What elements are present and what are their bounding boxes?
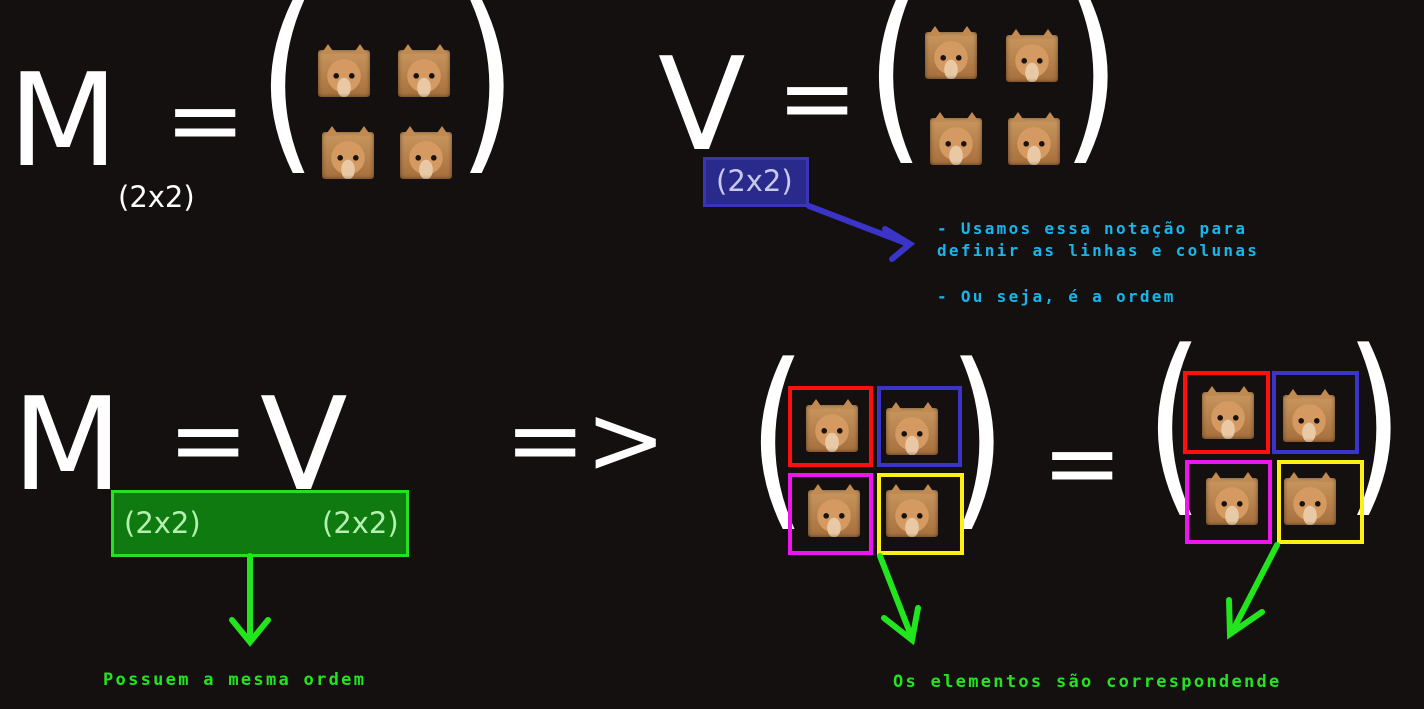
right-paren: ) — [1345, 309, 1404, 537]
arrow-icon — [877, 553, 921, 646]
matrix-v-order: (2x2) — [322, 506, 399, 540]
correspondence-caption: Os elementos são correspondende — [893, 672, 1282, 692]
matrix-m-order: (2x2) — [124, 506, 201, 540]
cat-photo-element — [1008, 112, 1060, 165]
cat-photo-element — [930, 112, 982, 165]
note-line-2: definir as linhas e colunas — [937, 241, 1260, 260]
cat-photo-element — [398, 44, 450, 97]
cat-photo-element — [806, 399, 858, 452]
equals-sign: = — [165, 64, 246, 176]
order-highlight-box — [703, 157, 809, 207]
cat-photo-element — [925, 26, 977, 79]
element-a21-box — [788, 473, 873, 555]
right-paren: ) — [948, 323, 1007, 551]
cat-photo-element — [1284, 472, 1336, 525]
equals-sign: = — [777, 42, 858, 154]
left-paren: ( — [258, 0, 317, 195]
element-a22-box — [877, 473, 964, 555]
matrix-m-symbol: M — [8, 47, 119, 196]
implies-symbol: => — [505, 384, 666, 496]
left-paren: ( — [866, 0, 925, 185]
left-paren: ( — [748, 323, 807, 551]
equals-sign: = — [1042, 407, 1123, 519]
cat-photo-element — [1006, 29, 1058, 82]
cat-photo-element — [322, 126, 374, 179]
arrow-icon — [806, 203, 916, 262]
element-a12-box — [877, 386, 962, 467]
matrix-v-symbol: V — [260, 371, 348, 520]
element-b11-box — [1183, 371, 1270, 454]
arrow-icon — [229, 553, 271, 647]
element-b12-box — [1272, 371, 1359, 454]
cat-photo-element — [886, 402, 938, 455]
note-line-1: - Usamos essa notação para — [937, 219, 1248, 238]
note-line-3: - Ou seja, é a ordem — [937, 287, 1176, 306]
cat-photo-element — [318, 44, 370, 97]
order-highlight-box — [111, 490, 409, 557]
matrix-m-symbol: M — [12, 371, 123, 520]
element-b21-box — [1185, 460, 1272, 544]
arrow-icon — [1226, 542, 1280, 640]
matrix-v-symbol: V — [658, 31, 746, 180]
equals-sign: = — [168, 384, 249, 496]
matrix-v-order: (2x2) — [716, 164, 793, 198]
cat-photo-element — [1283, 389, 1335, 442]
cat-photo-element — [400, 126, 452, 179]
cat-photo-element — [1202, 386, 1254, 439]
element-a11-box — [788, 386, 873, 467]
cat-photo-element — [1206, 472, 1258, 525]
cat-photo-element — [808, 484, 860, 537]
same-order-caption: Possuem a mesma ordem — [103, 670, 367, 690]
matrix-m-order: (2x2) — [118, 180, 195, 214]
left-paren: ( — [1145, 309, 1204, 537]
cat-photo-element — [886, 484, 938, 537]
element-b22-box — [1277, 460, 1364, 544]
right-paren: ) — [458, 0, 517, 195]
right-paren: ) — [1062, 0, 1121, 185]
